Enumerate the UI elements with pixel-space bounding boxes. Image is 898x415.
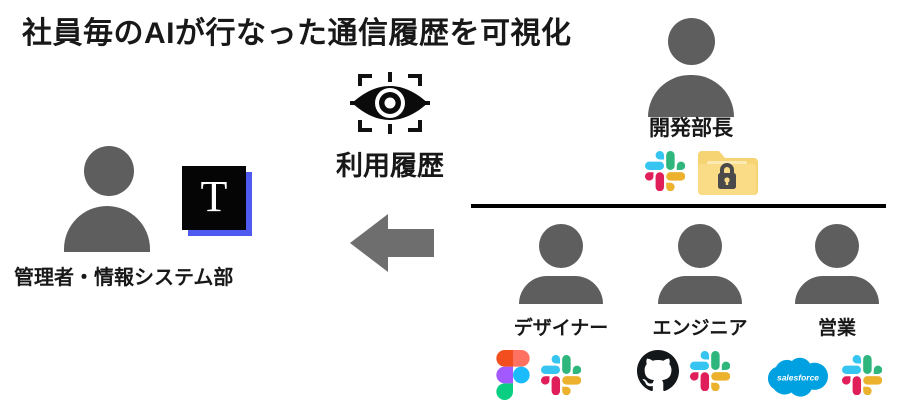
staff-avatar-engineer [656, 224, 744, 304]
staff-avatar-designer [517, 224, 605, 304]
manager-avatar [646, 18, 736, 118]
staff-avatar-sales [793, 224, 881, 304]
locked-folder-icon [696, 147, 758, 200]
slack-icon [645, 151, 686, 196]
left-arrow-icon [348, 212, 436, 274]
person-silhouette-icon [539, 224, 583, 268]
staff-label-sales: 営業 [817, 318, 856, 339]
salesforce-icon: salesforce [765, 352, 831, 403]
github-icon [637, 350, 679, 397]
person-silhouette-icon [84, 146, 134, 196]
eye-scan-icon [344, 64, 436, 142]
person-silhouette-icon [668, 18, 715, 65]
staff-label-engineer: エンジニア [652, 318, 748, 339]
person-body-shape [795, 276, 879, 304]
staff-label-designer: デザイナー [513, 318, 609, 339]
usage-history-label: 利用履歴 [336, 151, 444, 181]
slack-icon [541, 355, 582, 400]
person-body-shape [658, 276, 742, 304]
page-title: 社員毎のAIが行なった通信履歴を可視化 [22, 17, 572, 50]
staff-app-icons-sales: salesforce [765, 352, 883, 403]
slack-icon [690, 351, 731, 396]
admin-label: 管理者・情報システム部 [14, 267, 234, 289]
staff-app-icons-designer [496, 350, 582, 405]
manager-label: 開発部長 [649, 117, 733, 140]
t-logo-letter: T [200, 172, 228, 221]
slack-icon [842, 355, 883, 400]
staff-app-icons-engineer [637, 350, 731, 397]
hierarchy-divider [471, 204, 886, 208]
person-silhouette-icon [678, 224, 722, 268]
manager-app-icons [645, 147, 758, 200]
person-silhouette-icon [815, 224, 859, 268]
person-body-shape [519, 276, 603, 304]
person-body-shape [648, 75, 734, 117]
t-square-logo: T [182, 166, 252, 236]
t-logo-plate [182, 166, 246, 230]
salesforce-wordmark: salesforce [777, 373, 819, 383]
person-body-shape [64, 206, 150, 252]
admin-avatar [62, 146, 152, 252]
figma-icon [496, 350, 530, 405]
